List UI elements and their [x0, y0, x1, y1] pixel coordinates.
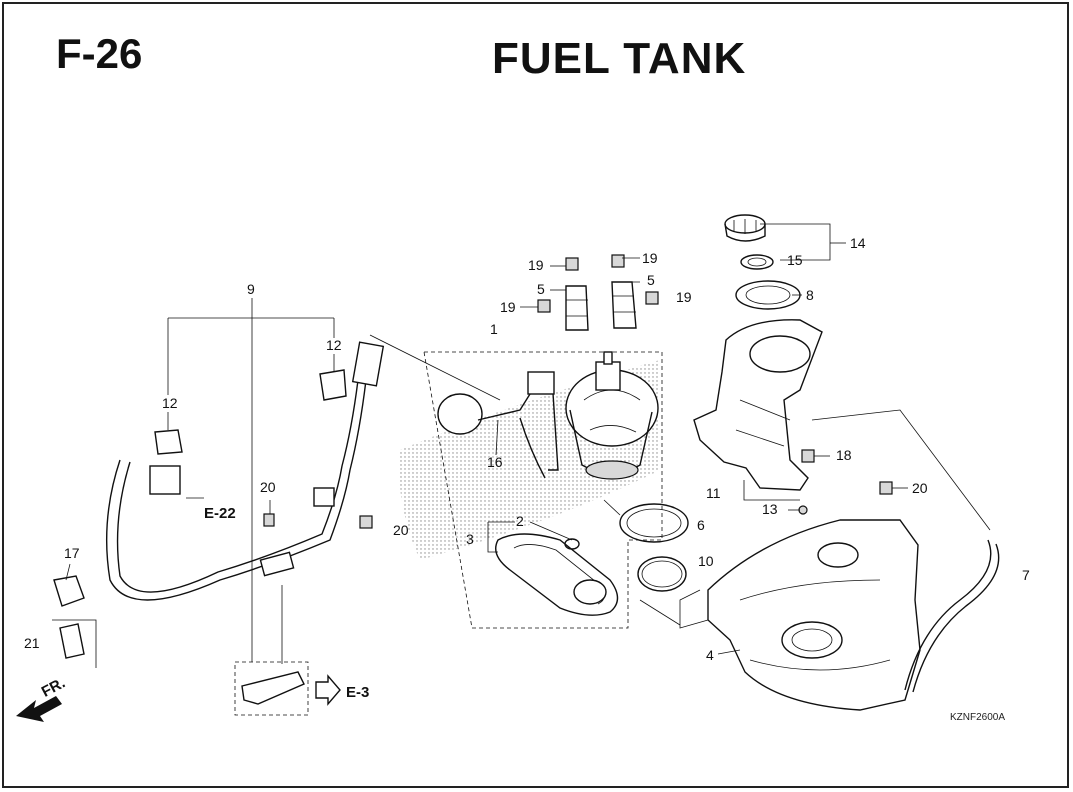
- part-clamp-17: [53, 575, 85, 607]
- callout-4: 4: [706, 647, 714, 663]
- ref-e3-inset: [234, 661, 341, 716]
- callout-16: 16: [487, 454, 503, 470]
- sheet-title: FUEL TANK: [492, 34, 747, 83]
- callout-7: 7: [1022, 567, 1030, 583]
- callout-2: 2: [516, 513, 524, 529]
- part-oring-10: [637, 556, 687, 592]
- callout-21: 21: [24, 635, 40, 651]
- part-breather-tube: [904, 539, 1000, 693]
- fuel-pump-assembly-box: [423, 351, 663, 629]
- part-fuel-tank: [707, 519, 921, 711]
- callout-18: 18: [836, 447, 852, 463]
- callout-17: 17: [64, 545, 80, 561]
- callout-12a: 12: [162, 395, 178, 411]
- callout-13: 13: [762, 501, 778, 517]
- callout-10: 10: [698, 553, 714, 569]
- callout-5b: 5: [647, 272, 655, 288]
- part-filler-seal: [735, 280, 801, 310]
- front-arrow-icon: [16, 696, 62, 722]
- part-clip-21: [52, 619, 97, 668]
- callout-19d: 19: [676, 289, 692, 305]
- part-pump-plate: [495, 533, 619, 616]
- callout-19b: 19: [642, 250, 658, 266]
- ref-e3: E-3: [346, 684, 369, 701]
- part-fuel-cap: [724, 214, 766, 242]
- callout-19a: 19: [528, 257, 544, 273]
- callout-12b: 12: [326, 337, 342, 353]
- callout-1: 1: [490, 321, 498, 337]
- sheet-id: F-26: [56, 30, 143, 77]
- part-clip-12a: [154, 429, 183, 455]
- part-fuel-pump: [565, 351, 659, 480]
- callout-8: 8: [806, 287, 814, 303]
- callout-20c: 20: [912, 480, 928, 496]
- callout-19c: 19: [500, 299, 516, 315]
- part-level-sender: [437, 371, 559, 479]
- callout-9: 9: [247, 281, 255, 297]
- part-packing-6: [619, 503, 689, 543]
- drawing-code: KZNF2600A: [950, 712, 1005, 723]
- part-cap-gasket: [740, 254, 774, 270]
- callout-20b: 20: [393, 522, 409, 538]
- part-clip-12b: [319, 369, 347, 401]
- callout-20a: 20: [260, 479, 276, 495]
- front-label: FR.: [39, 674, 68, 700]
- callout-6: 6: [697, 517, 705, 533]
- callout-3: 3: [466, 531, 474, 547]
- callout-14: 14: [850, 235, 866, 251]
- part-filler-housing: [693, 319, 823, 491]
- ref-e22: E-22: [204, 505, 236, 522]
- callout-15: 15: [787, 252, 803, 268]
- leader-lines: [65, 223, 991, 664]
- callout-11: 11: [706, 485, 721, 501]
- callout-labels: 1 2 3 4 5 5 6 7 8 9 10 11 12 12 13 14 15…: [24, 235, 1030, 663]
- part-fuel-hose: [105, 341, 385, 601]
- part-pump-brackets: [537, 254, 659, 331]
- callout-5a: 5: [537, 281, 545, 297]
